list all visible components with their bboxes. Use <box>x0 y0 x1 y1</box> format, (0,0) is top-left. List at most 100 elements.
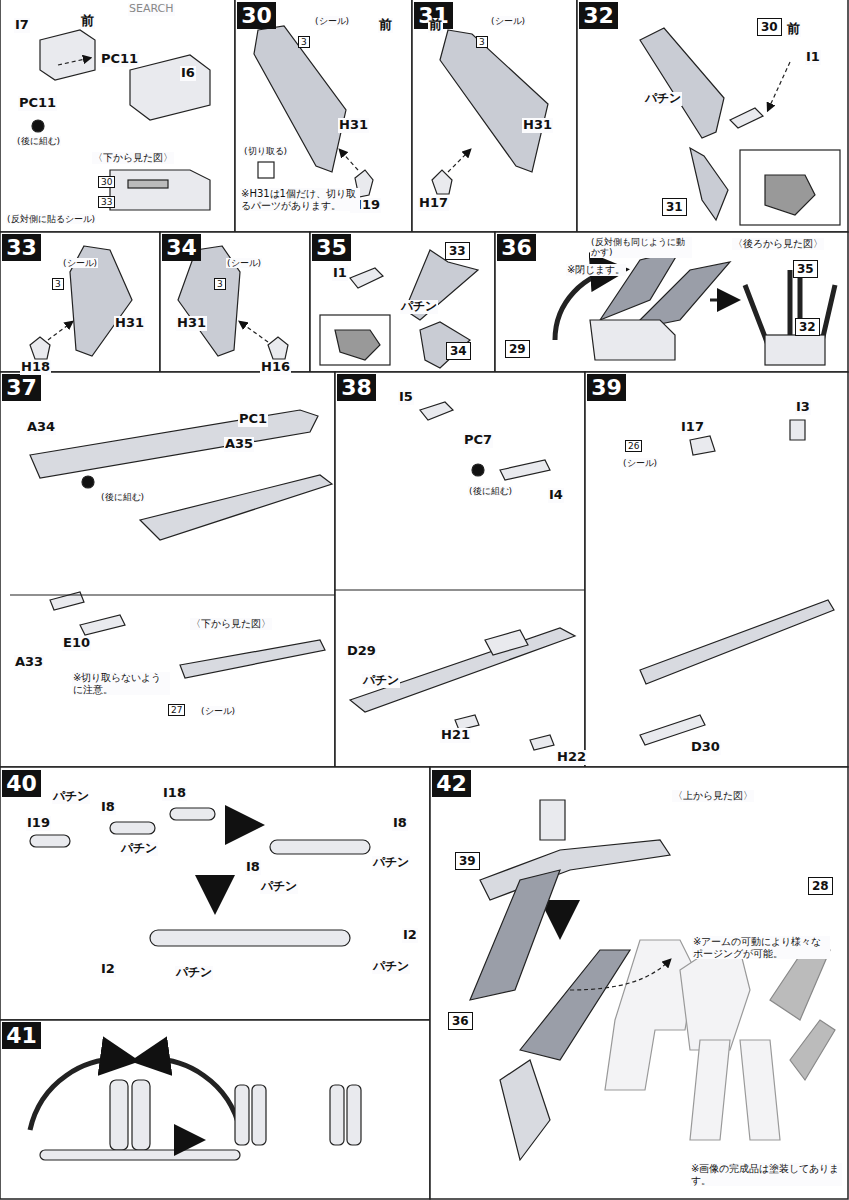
reference-step-box: 36 <box>448 1012 473 1030</box>
node-text: 36 <box>501 235 532 260</box>
node-text: 35 <box>316 235 347 260</box>
node-text: 30 <box>241 3 272 28</box>
part-code: I1 <box>805 50 821 65</box>
reference-step-box: 35 <box>793 260 818 278</box>
part-code: I3 <box>795 400 811 415</box>
part-code: I19 <box>26 816 51 831</box>
part-code: I2 <box>402 928 418 943</box>
step-number: 33 <box>2 234 41 261</box>
reference-step-box: 39 <box>455 852 480 870</box>
step-number: 32 <box>579 2 618 29</box>
annotation: 前 <box>80 14 95 29</box>
step-number: 38 <box>337 374 376 401</box>
annotation: (シール) <box>490 16 526 26</box>
annotation: パチン <box>372 856 410 870</box>
node-text: 40 <box>6 771 37 796</box>
node-text: 32 <box>583 3 614 28</box>
annotation: 前 <box>786 22 801 37</box>
part-code: D29 <box>346 644 377 659</box>
part-code: H22 <box>556 750 587 765</box>
annotation: (反対側に貼るシール) <box>6 214 96 224</box>
sticker-number: 3 <box>214 278 226 290</box>
node-text: 39 <box>591 375 622 400</box>
step-number: 41 <box>2 1022 41 1049</box>
part-code: H16 <box>260 360 291 375</box>
part-code: D30 <box>690 740 721 755</box>
part-code: A35 <box>224 437 254 452</box>
step-number: 37 <box>2 374 41 401</box>
reference-step-box: 32 <box>795 318 820 336</box>
node-text: 27 <box>171 705 182 715</box>
part-code: H31 <box>176 316 207 331</box>
part-code: H17 <box>418 196 449 211</box>
node-text: 3 <box>301 37 307 47</box>
node-text: 3 <box>55 279 61 289</box>
reference-step-box: 31 <box>662 198 687 216</box>
annotation: ※画像の完成品は塗装してあります。 <box>690 1163 842 1186</box>
sticker-number: 3 <box>52 278 64 290</box>
reference-step-box: 29 <box>505 340 530 358</box>
part-code: I4 <box>548 488 564 503</box>
annotation: (シール) <box>226 258 262 268</box>
sticker-number: 3 <box>476 36 488 48</box>
node-text: 33 <box>6 235 37 260</box>
node-text: 34 <box>166 235 197 260</box>
annotation: ※切り取らないように注意。 <box>72 672 170 695</box>
annotation: (切り取る) <box>243 146 288 156</box>
node-text: 3 <box>479 37 485 47</box>
sticker-number: 33 <box>98 196 115 208</box>
reference-step-box: 28 <box>808 877 833 895</box>
step-number: 39 <box>587 374 626 401</box>
node-text: 33 <box>449 244 466 258</box>
node-text: 41 <box>6 1023 37 1048</box>
node-text: 39 <box>459 854 476 868</box>
node-text: 30 <box>761 20 778 34</box>
annotation: 〈下から見た図〉 <box>92 152 174 164</box>
part-code: H21 <box>440 728 471 743</box>
part-code: H31 <box>338 118 369 133</box>
annotation: パチン <box>175 966 213 980</box>
annotation: 前 <box>378 18 393 33</box>
annotation: パチン <box>260 880 298 894</box>
sticker-number: 26 <box>625 440 642 452</box>
annotation: 前 <box>428 18 443 33</box>
annotation: パチン <box>362 674 400 688</box>
step-number: 35 <box>312 234 351 261</box>
part-code: PC7 <box>463 433 493 448</box>
annotation: (シール) <box>314 16 350 26</box>
annotation: (後に組む) <box>100 492 145 502</box>
step-number: 34 <box>162 234 201 261</box>
annotation: ※閉じます。 <box>566 264 626 276</box>
sticker-number: 27 <box>168 704 185 716</box>
sticker-number: 30 <box>98 176 115 188</box>
part-code: I8 <box>245 860 261 875</box>
part-code: PC11 <box>100 52 139 67</box>
node-text: 42 <box>436 771 467 796</box>
part-code: E10 <box>62 636 91 651</box>
node-text: 28 <box>812 879 829 893</box>
part-code: I5 <box>398 390 414 405</box>
annotation: ※H31は1個だけ、切り取るパーツがあります。 <box>240 188 360 211</box>
node-text: 35 <box>797 262 814 276</box>
node-text: 29 <box>509 342 526 356</box>
annotation: (反対側も同じように動かす) <box>590 237 692 258</box>
part-code: PC11 <box>18 96 57 111</box>
annotation: 〈上から見た図〉 <box>672 790 754 802</box>
annotation: (シール) <box>622 458 658 468</box>
node-text: 3 <box>217 279 223 289</box>
step-number: 36 <box>497 234 536 261</box>
node-text: 26 <box>628 441 639 451</box>
part-code: I6 <box>180 66 196 81</box>
step-number: 30 <box>237 2 276 29</box>
annotation: 〈下から見た図〉 <box>190 618 272 630</box>
node-text: 38 <box>341 375 372 400</box>
reference-step-box: 34 <box>446 342 471 360</box>
node-text: 36 <box>452 1014 469 1028</box>
part-code: H18 <box>20 360 51 375</box>
step-number: 40 <box>2 770 41 797</box>
node-text: 34 <box>450 344 467 358</box>
part-code: A34 <box>26 420 56 435</box>
part-code: H31 <box>114 316 145 331</box>
